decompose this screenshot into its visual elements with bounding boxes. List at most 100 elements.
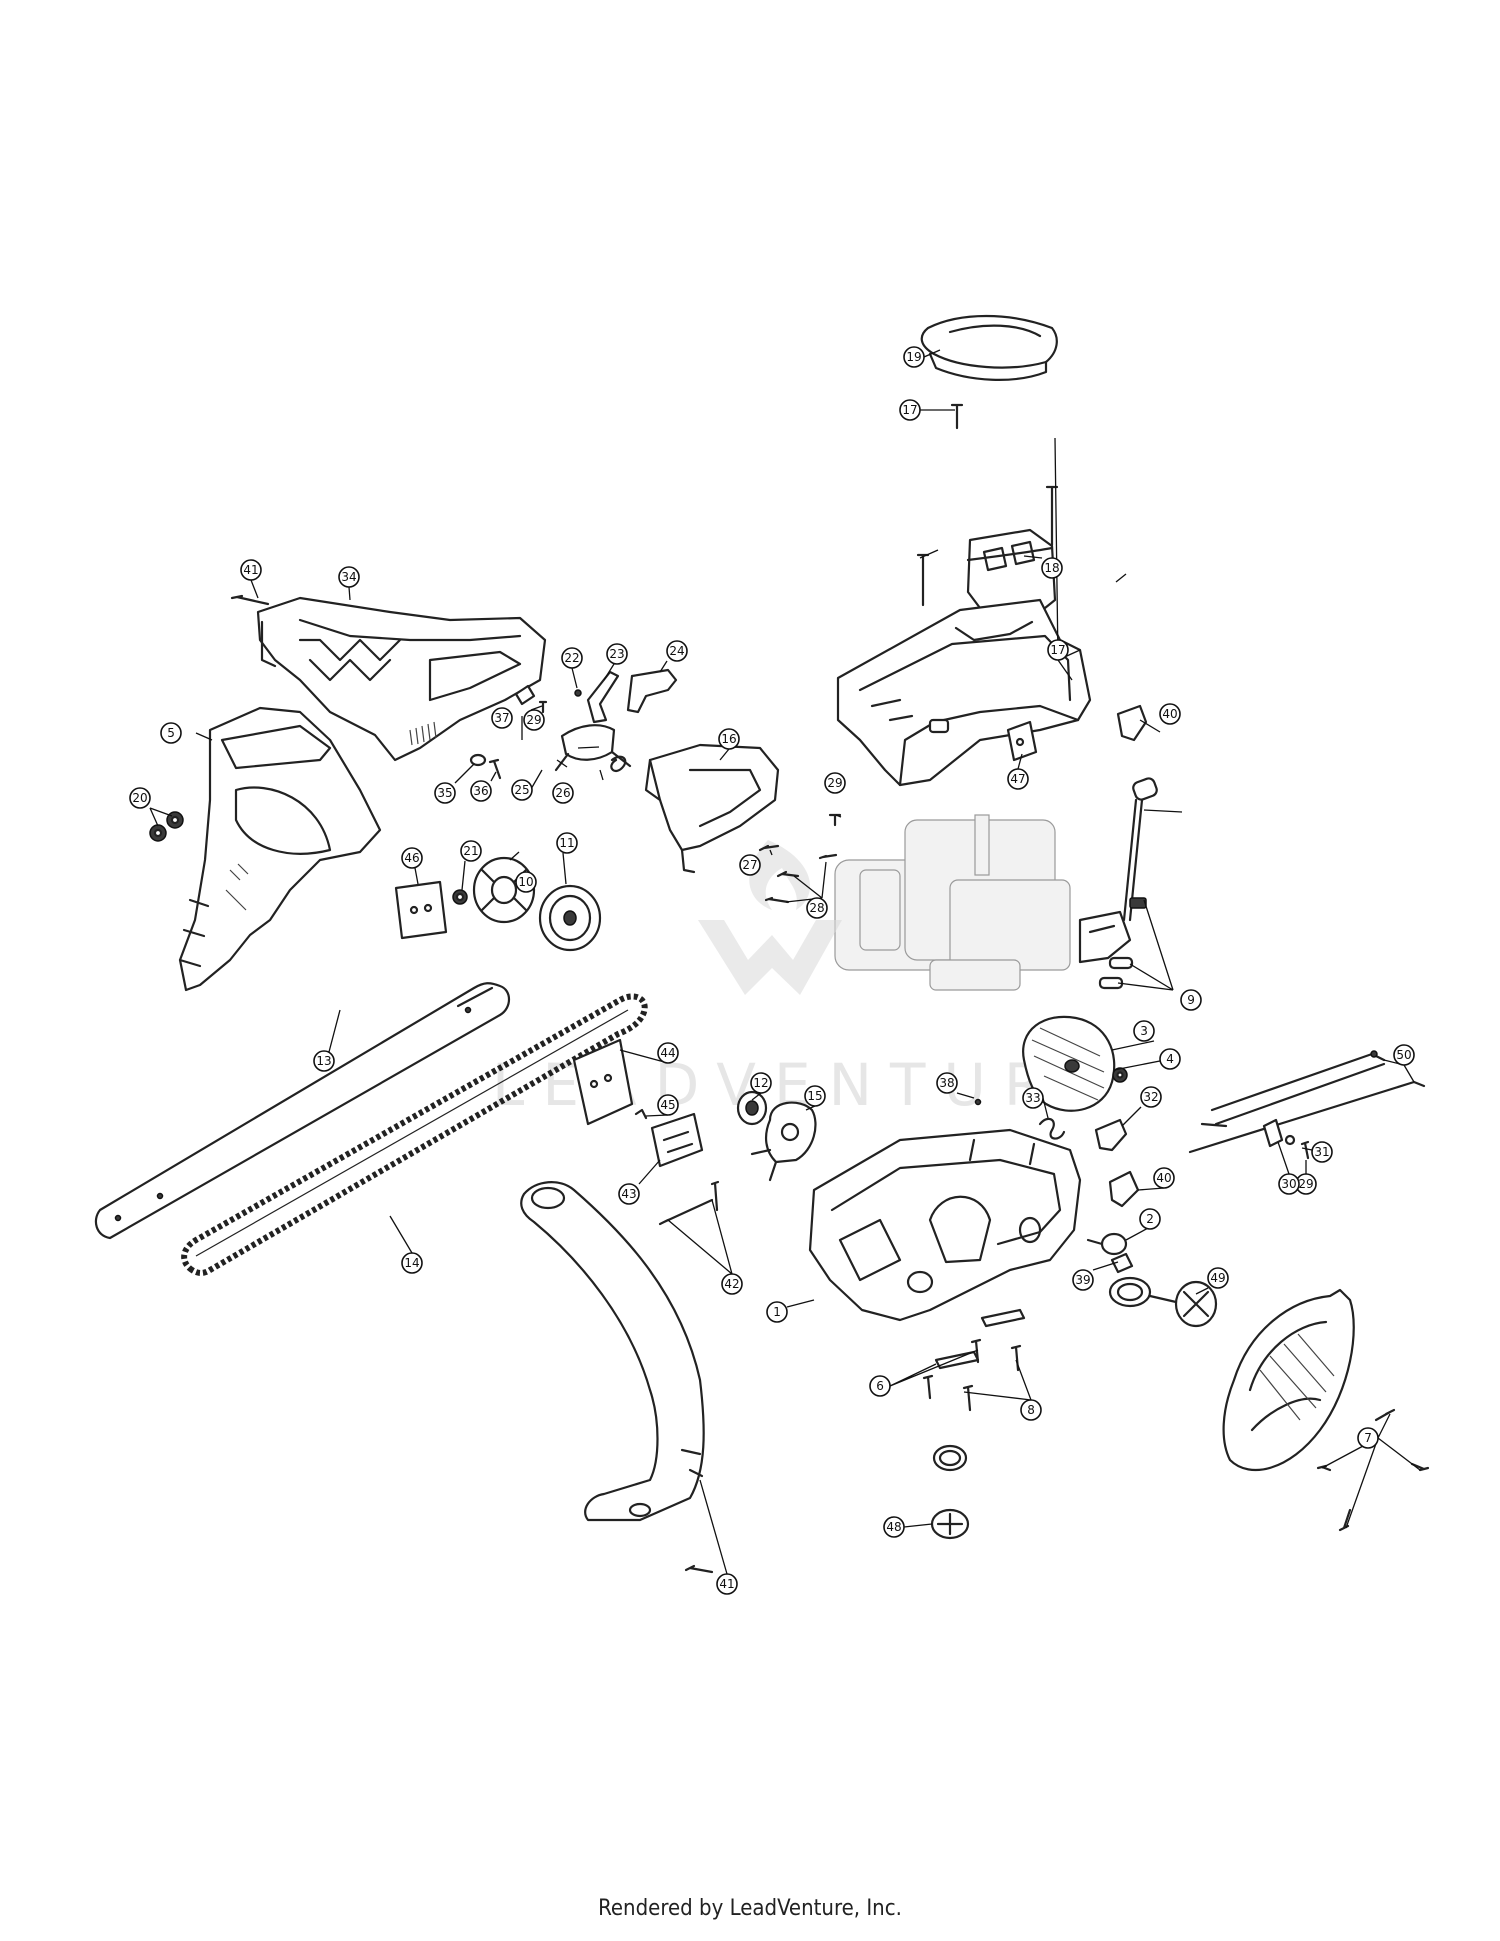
svg-text:30: 30 <box>1281 1177 1296 1191</box>
callout-46: 46 <box>401 847 423 869</box>
part-47-plate <box>1006 720 1038 762</box>
callout-11: 11 <box>556 832 578 854</box>
callout-35: 35 <box>434 782 456 804</box>
callout-40-upper: 40 <box>1159 703 1181 725</box>
svg-text:44: 44 <box>660 1046 675 1060</box>
svg-text:45: 45 <box>660 1098 675 1112</box>
part-7-starter-housing <box>1222 1288 1430 1532</box>
watermark-logo <box>698 840 842 995</box>
svg-text:13: 13 <box>316 1054 331 1068</box>
callout-3: 3 <box>1133 1020 1155 1042</box>
callout-6: 6 <box>869 1375 891 1397</box>
svg-text:49: 49 <box>1210 1271 1225 1285</box>
callout-9: 9 <box>1180 989 1202 1011</box>
svg-text:24: 24 <box>669 644 684 658</box>
part-19-air-filter-cover <box>920 314 1058 381</box>
callout-43: 43 <box>618 1183 640 1205</box>
callout-12: 12 <box>750 1072 772 1094</box>
svg-text:33: 33 <box>1025 1091 1040 1105</box>
callout-33: 33 <box>1022 1087 1044 1109</box>
callout-34: 34 <box>338 566 360 588</box>
callout-26: 26 <box>552 782 574 804</box>
part-18-air-filter <box>966 528 1057 614</box>
svg-text:1: 1 <box>773 1305 781 1319</box>
callout-32: 32 <box>1140 1086 1162 1108</box>
callout-labels: 1 2 3 4 5 6 7 8 9 10 11 12 13 14 15 16 1… <box>129 346 1415 1595</box>
callout-8: 8 <box>1020 1399 1042 1421</box>
callout-22: 22 <box>561 647 583 669</box>
callout-28: 28 <box>806 897 828 919</box>
part-16-chain-brake-handle <box>644 743 780 874</box>
part-22-23-24-trigger-parts <box>574 668 678 724</box>
svg-text:36: 36 <box>473 784 488 798</box>
part-32-33-38-pawl-parts <box>974 1098 1128 1152</box>
callout-5: 5 <box>160 722 182 744</box>
callout-27: 27 <box>739 854 761 876</box>
svg-text:21: 21 <box>463 844 478 858</box>
part-50-throttle-rods <box>1188 1050 1426 1154</box>
part-40-clips <box>1108 704 1148 1208</box>
callout-4: 4 <box>1159 1048 1181 1070</box>
part-9-ignition-coil <box>1078 777 1158 990</box>
callout-10: 10 <box>515 871 537 893</box>
part-29-30-31-right-hardware <box>1262 1118 1310 1160</box>
callout-29-right: 29 <box>1295 1173 1317 1195</box>
svg-text:39: 39 <box>1075 1273 1090 1287</box>
callout-23: 23 <box>606 643 628 665</box>
svg-text:38: 38 <box>939 1076 954 1090</box>
part-14-saw-chain <box>181 993 648 1276</box>
callout-37: 37 <box>491 707 513 729</box>
callout-17-lower: 17 <box>1047 639 1069 661</box>
svg-text:17: 17 <box>902 403 917 417</box>
callout-47: 47 <box>1007 768 1029 790</box>
callout-7: 7 <box>1357 1427 1379 1449</box>
callout-48: 48 <box>883 1516 905 1538</box>
part-41-front-handle <box>520 1181 714 1574</box>
part-20-nuts <box>149 811 184 842</box>
callout-29-center: 29 <box>824 772 846 794</box>
callout-31: 31 <box>1311 1141 1333 1163</box>
part-43-44-45-plates <box>572 1038 704 1168</box>
svg-text:40: 40 <box>1162 707 1177 721</box>
watermark-engine-illustration <box>834 814 1071 991</box>
svg-text:29: 29 <box>827 776 842 790</box>
svg-text:17: 17 <box>1050 643 1065 657</box>
svg-text:11: 11 <box>559 836 574 850</box>
callout-19: 19 <box>903 346 925 368</box>
svg-text:8: 8 <box>1027 1403 1035 1417</box>
callout-16: 16 <box>718 728 740 750</box>
callout-42: 42 <box>721 1273 743 1295</box>
svg-text:28: 28 <box>809 901 824 915</box>
part-cylinder-shroud <box>836 598 1092 787</box>
svg-text:3: 3 <box>1140 1024 1148 1038</box>
callout-30: 30 <box>1278 1173 1300 1195</box>
svg-text:34: 34 <box>341 570 356 584</box>
part-12-worm-gear <box>736 1090 768 1126</box>
part-25-26-lever-spring <box>554 724 632 773</box>
part-5-clutch-cover <box>178 706 382 992</box>
callout-15: 15 <box>804 1085 826 1107</box>
svg-text:6: 6 <box>876 1379 884 1393</box>
svg-text:23: 23 <box>609 647 624 661</box>
svg-text:7: 7 <box>1364 1431 1372 1445</box>
svg-text:4: 4 <box>1166 1052 1174 1066</box>
svg-text:35: 35 <box>437 786 452 800</box>
svg-text:14: 14 <box>404 1256 419 1270</box>
callout-29-upper: 29 <box>523 709 545 731</box>
part-27-28-29-screws-center <box>758 813 842 904</box>
svg-text:16: 16 <box>721 732 736 746</box>
callout-20: 20 <box>129 787 151 809</box>
part-2-39-small-parts <box>1086 1232 1134 1274</box>
callout-17-upper: 17 <box>899 399 921 421</box>
callout-45: 45 <box>657 1094 679 1116</box>
callout-25: 25 <box>511 779 533 801</box>
svg-text:42: 42 <box>724 1277 739 1291</box>
callout-50: 50 <box>1393 1044 1415 1066</box>
svg-text:27: 27 <box>742 858 757 872</box>
svg-text:9: 9 <box>1187 993 1195 1007</box>
part-48-cap <box>930 1444 970 1540</box>
callout-41-upper: 41 <box>240 559 262 581</box>
svg-text:5: 5 <box>167 726 175 740</box>
svg-text:32: 32 <box>1143 1090 1158 1104</box>
